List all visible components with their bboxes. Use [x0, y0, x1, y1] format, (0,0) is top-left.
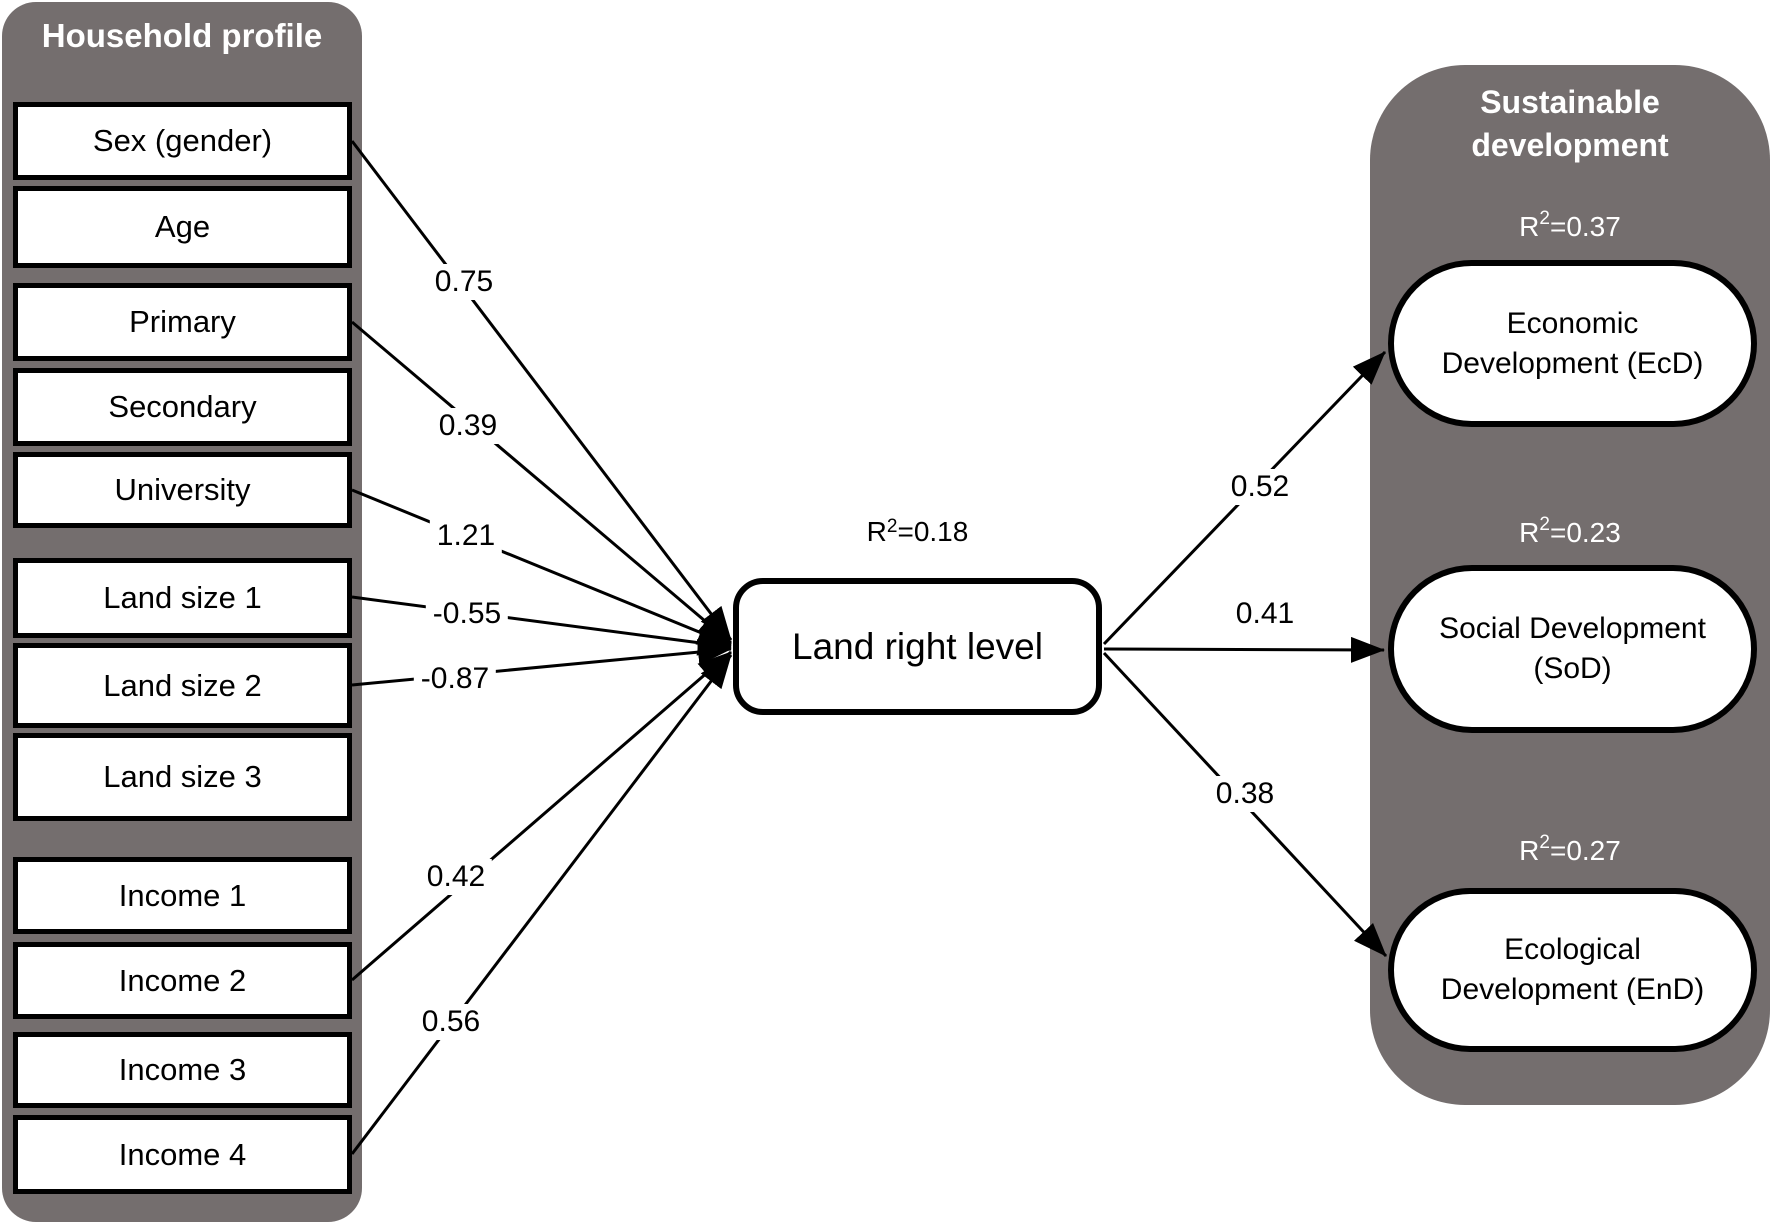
variable-box-income-4: Income 4: [13, 1115, 352, 1194]
variable-box-income-3: Income 3: [13, 1032, 352, 1108]
r2-value: =0.37: [1549, 211, 1621, 242]
outcome-label-line-1: Economic: [1506, 306, 1639, 340]
r2-value: =0.27: [1549, 835, 1621, 866]
coefficient-sex: 0.75: [427, 264, 501, 300]
path-line-income-2-to-land-right: [351, 650, 732, 982]
variable-box-income-1: Income 1: [13, 857, 352, 934]
r2-value: =0.18: [897, 516, 969, 547]
r2-superscript: 2: [1539, 208, 1550, 229]
path-line-university-to-land-right: [351, 488, 732, 647]
path-line-land-right-to-sod: [1103, 636, 1385, 663]
variable-box-secondary: Secondary: [13, 368, 352, 446]
coefficient-income-2: 0.42: [419, 859, 493, 895]
latent-node-land-right-level: Land right level: [733, 578, 1102, 715]
variable-box-income-2: Income 2: [13, 942, 352, 1019]
coefficient-to-end: 0.38: [1208, 776, 1282, 812]
household-profile-panel: Household profile Sex (gender) Age Prima…: [2, 2, 362, 1222]
coefficient-to-sod: 0.41: [1228, 596, 1302, 632]
r2-base: R: [1519, 835, 1540, 866]
household-profile-title: Household profile: [41, 17, 323, 54]
title-line-2: development: [1471, 127, 1669, 164]
r2-value: =0.23: [1549, 517, 1621, 548]
outcome-node-economic-development: Economic Development (EcD): [1388, 260, 1757, 427]
coefficient-primary: 0.39: [431, 408, 505, 444]
coefficient-land-size-1: -0.55: [425, 596, 509, 632]
outcome-label-line-2: Development (EcD): [1441, 346, 1704, 380]
variable-box-land-size-3: Land size 3: [13, 733, 352, 821]
variable-box-land-size-2: Land size 2: [13, 643, 352, 728]
r2-superscript: 2: [1539, 832, 1550, 853]
coefficient-to-ecd: 0.52: [1223, 469, 1297, 505]
r-squared-label-land-right: R2=0.18: [733, 516, 1102, 548]
r2-superscript: 2: [1539, 514, 1550, 535]
variable-box-sex: Sex (gender): [13, 102, 352, 180]
r-squared-label-end: R2=0.27: [1370, 832, 1770, 867]
outcome-label-line-2: Development (EnD): [1440, 973, 1705, 1006]
title-line-1: Sustainable: [1480, 84, 1660, 120]
outcome-label-line-1: Social Development: [1439, 612, 1706, 646]
sustainable-development-panel: Sustainable development R2=0.37 Economic…: [1370, 65, 1770, 1105]
variable-box-land-size-1: Land size 1: [13, 558, 352, 638]
path-line-primary-to-land-right: [351, 320, 732, 645]
outcome-node-ecological-development: Ecological Development (EnD): [1388, 888, 1757, 1052]
outcome-label-line-2: (SoD): [1533, 652, 1612, 685]
path-line-income-4-to-land-right: [350, 654, 733, 1155]
path-line-land-size-1-to-land-right: [351, 595, 732, 656]
r2-base: R: [866, 516, 887, 547]
r2-base: R: [1519, 211, 1540, 242]
coefficient-income-4: 0.56: [414, 1004, 488, 1040]
r2-base: R: [1519, 517, 1540, 548]
r2-superscript: 2: [886, 516, 898, 537]
variable-box-age: Age: [13, 186, 352, 268]
variable-box-primary: Primary: [13, 283, 352, 361]
variable-box-university: University: [13, 452, 352, 528]
outcome-node-social-development: Social Development (SoD): [1388, 565, 1757, 733]
outcome-label-line-1: Ecological: [1504, 933, 1641, 967]
sustainable-development-title: Sustainable development: [1370, 81, 1770, 167]
path-line-land-size-2-to-land-right: [351, 639, 732, 687]
coefficient-university: 1.21: [429, 518, 503, 554]
coefficient-land-size-2: -0.87: [413, 661, 497, 697]
r-squared-label-sod: R2=0.23: [1370, 514, 1770, 549]
r-squared-label-ecd: R2=0.37: [1370, 208, 1770, 243]
path-line-sex-to-land-right: [350, 140, 733, 641]
